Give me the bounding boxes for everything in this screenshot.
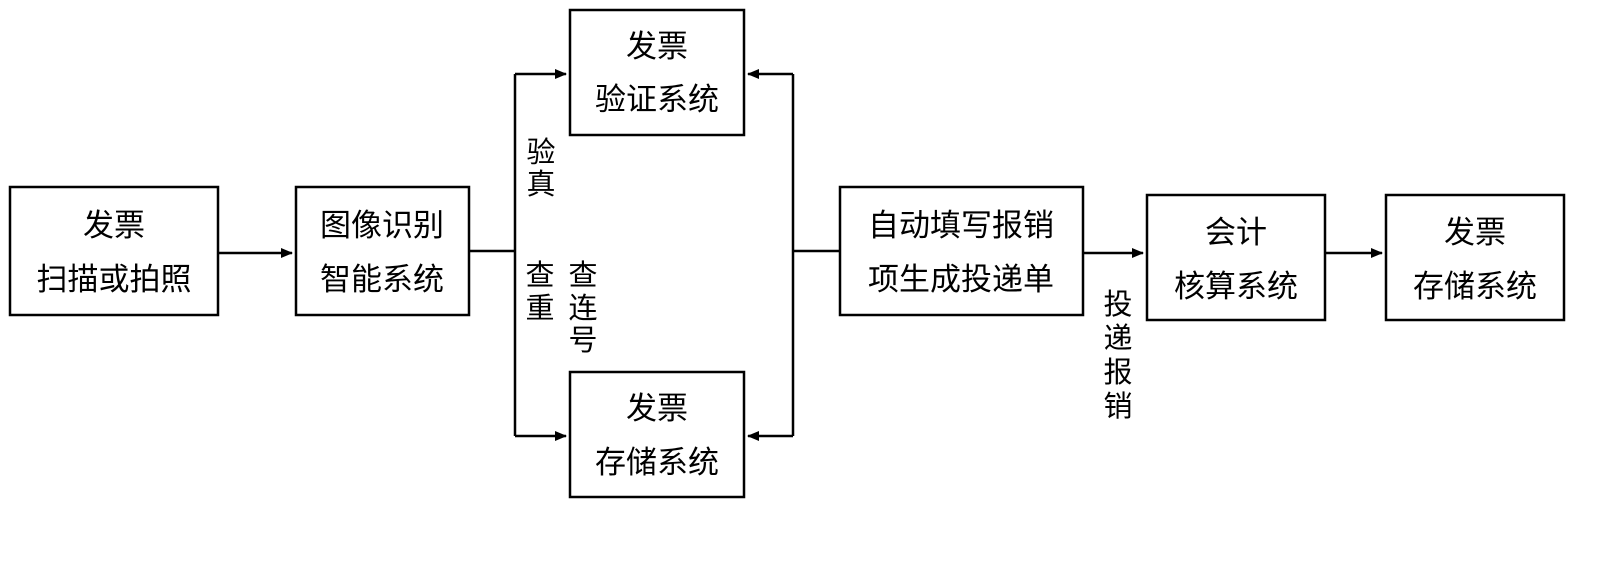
label-submit-reimburse: 投 递 报 销 <box>1103 287 1132 423</box>
label-authenticate-char: 验 <box>526 135 555 169</box>
label-submit-reimburse-char: 投 <box>1103 287 1132 321</box>
verify-box-line1: 发票 <box>626 29 688 65</box>
storage-final-box-line2: 存储系统 <box>1413 269 1537 305</box>
verify-box-line2: 验证系统 <box>595 82 719 118</box>
storage-mid-box-line1: 发票 <box>626 391 688 427</box>
autofill-box-line1: 自动填写报销 <box>868 208 1054 244</box>
accounting-box-line1: 会计 <box>1205 215 1267 251</box>
autofill-box-line2: 项生成投递单 <box>868 262 1054 298</box>
label-submit-reimburse-char: 销 <box>1103 389 1132 423</box>
label-check-serial-char: 号 <box>568 323 597 357</box>
storage-final-box-line1: 发票 <box>1444 215 1506 251</box>
storage-final-box: 发票 存储系统 <box>1384 193 1566 322</box>
recognition-box: 图像识别 智能系统 <box>294 185 471 317</box>
label-dedupe-char: 查 <box>525 258 554 292</box>
accounting-box-line2: 核算系统 <box>1174 269 1298 305</box>
label-authenticate-char: 真 <box>526 167 555 201</box>
label-dedupe-char: 重 <box>525 291 554 325</box>
autofill-box: 自动填写报销 项生成投递单 <box>838 185 1085 317</box>
label-submit-reimburse-char: 报 <box>1103 355 1132 389</box>
accounting-box: 会计 核算系统 <box>1145 193 1327 322</box>
label-check-serial-char: 查 <box>568 258 597 292</box>
label-submit-reimburse-char: 递 <box>1103 321 1132 355</box>
label-dedupe: 查 重 <box>525 258 554 325</box>
storage-mid-box-line2: 存储系统 <box>595 445 719 481</box>
label-authenticate: 验 真 <box>526 135 555 201</box>
scan-box-line1: 发票 <box>83 208 145 244</box>
recognition-box-line2: 智能系统 <box>320 262 444 298</box>
label-check-serial: 查 连 号 <box>568 258 597 357</box>
storage-mid-box: 发票 存储系统 <box>568 370 746 499</box>
label-check-serial-char: 连 <box>568 291 597 325</box>
scan-box: 发票 扫描或拍照 <box>8 185 220 317</box>
recognition-box-line1: 图像识别 <box>320 208 444 244</box>
scan-box-line2: 扫描或拍照 <box>37 262 192 298</box>
verify-box: 发票 验证系统 <box>568 8 746 137</box>
